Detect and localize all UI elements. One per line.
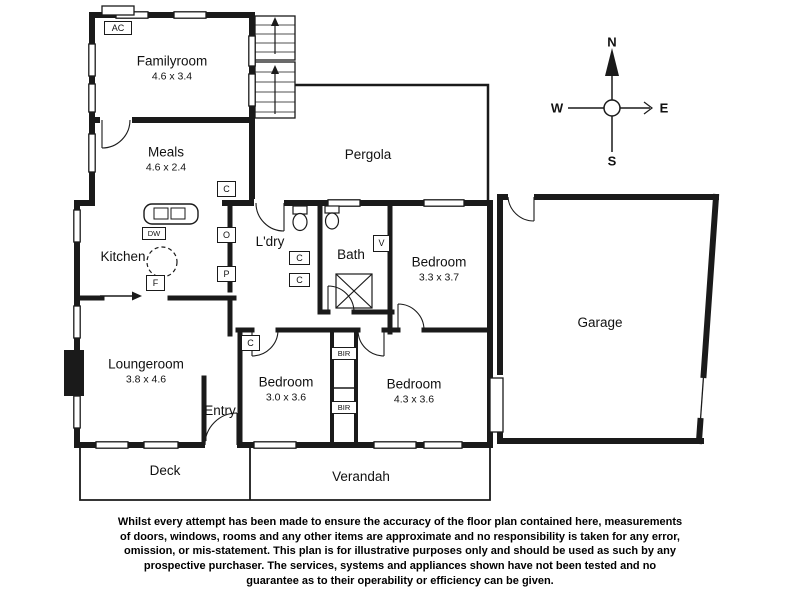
garage-door-panel [489, 377, 504, 433]
fireplace [64, 350, 84, 396]
compass-rose [568, 48, 653, 152]
room-name: L'dry [255, 234, 285, 250]
room-label-meals: Meals 4.6 x 2.4 [146, 145, 186, 174]
kitchen-island [143, 203, 199, 225]
disclaimer-text: Whilst every attempt has been made to en… [117, 516, 683, 587]
label-fridge: F [146, 275, 165, 291]
ac-unit [101, 5, 135, 16]
label-cupboard-bedroom2: C [241, 335, 260, 351]
door-openings [100, 116, 534, 449]
compass-north-label: N [607, 34, 617, 50]
room-label-pergola: Pergola [345, 147, 392, 163]
compass-south-label: S [607, 153, 617, 169]
room-dims: 4.3 x 3.6 [393, 393, 435, 406]
room-dims: 4.6 x 2.4 [145, 161, 187, 174]
deck-verandah-outline [79, 448, 491, 501]
room-name: Loungeroom [108, 356, 184, 372]
room-label-bedroom1: Bedroom 3.3 x 3.7 [412, 255, 467, 284]
room-label-kitchen: Kitchen [100, 249, 145, 265]
pergola-outline [295, 83, 490, 201]
room-name: Garage [577, 315, 623, 331]
room-name: Deck [149, 463, 181, 479]
label-oven: O [217, 227, 236, 243]
label-cupboard-kitchen: C [217, 181, 236, 197]
room-dims: 3.0 x 3.6 [265, 391, 307, 404]
room-label-verandah: Verandah [332, 469, 390, 485]
room-label-garage: Garage [577, 315, 622, 331]
room-name: Verandah [332, 469, 390, 485]
garage-window [696, 377, 708, 419]
label-dw: DW [142, 227, 166, 240]
door-swings [101, 119, 535, 446]
room-label-laundry: L'dry [256, 234, 285, 250]
label-ac: AC [104, 21, 132, 35]
garage-walls [497, 193, 720, 445]
room-label-deck: Deck [150, 463, 181, 479]
room-name: Meals [147, 144, 184, 160]
windows [73, 11, 465, 449]
room-name: Kitchen [100, 249, 146, 265]
label-vanity: V [373, 235, 390, 252]
room-label-bedroom2: Bedroom 3.0 x 3.6 [259, 375, 314, 404]
label-cupboard-laundry-2: C [289, 273, 310, 287]
label-pantry: P [217, 266, 236, 282]
room-dims: 4.6 x 3.4 [151, 70, 193, 83]
label-bir-1: BIR [331, 347, 357, 360]
room-label-loungeroom: Loungeroom 3.8 x 4.6 [108, 357, 184, 386]
compass-east-label: E [659, 100, 669, 116]
room-label-entry: Entry [204, 403, 236, 419]
compass-west-label: W [550, 100, 564, 116]
room-label-bath: Bath [337, 247, 365, 263]
shower [335, 273, 373, 309]
laundry-toilet [292, 205, 308, 232]
room-name: Bedroom [386, 376, 442, 392]
room-name: Bath [337, 247, 365, 263]
room-name: Bedroom [411, 254, 467, 270]
room-dims: 3.3 x 3.7 [418, 271, 460, 284]
room-name: Entry [204, 403, 236, 419]
interior-walls [74, 200, 493, 448]
stairs [254, 15, 296, 119]
room-name: Familyroom [136, 53, 208, 69]
bath-toilet [324, 205, 340, 230]
room-name: Pergola [344, 147, 392, 163]
kitchen-table [146, 246, 178, 278]
label-bir-2: BIR [331, 401, 357, 414]
room-label-bedroom3: Bedroom 4.3 x 3.6 [387, 377, 442, 406]
room-name: Bedroom [258, 374, 314, 390]
room-label-familyroom: Familyroom 4.6 x 3.4 [137, 54, 208, 83]
label-cupboard-laundry-1: C [289, 251, 310, 265]
passage-arrow [100, 291, 142, 301]
room-dims: 3.8 x 4.6 [125, 373, 167, 386]
